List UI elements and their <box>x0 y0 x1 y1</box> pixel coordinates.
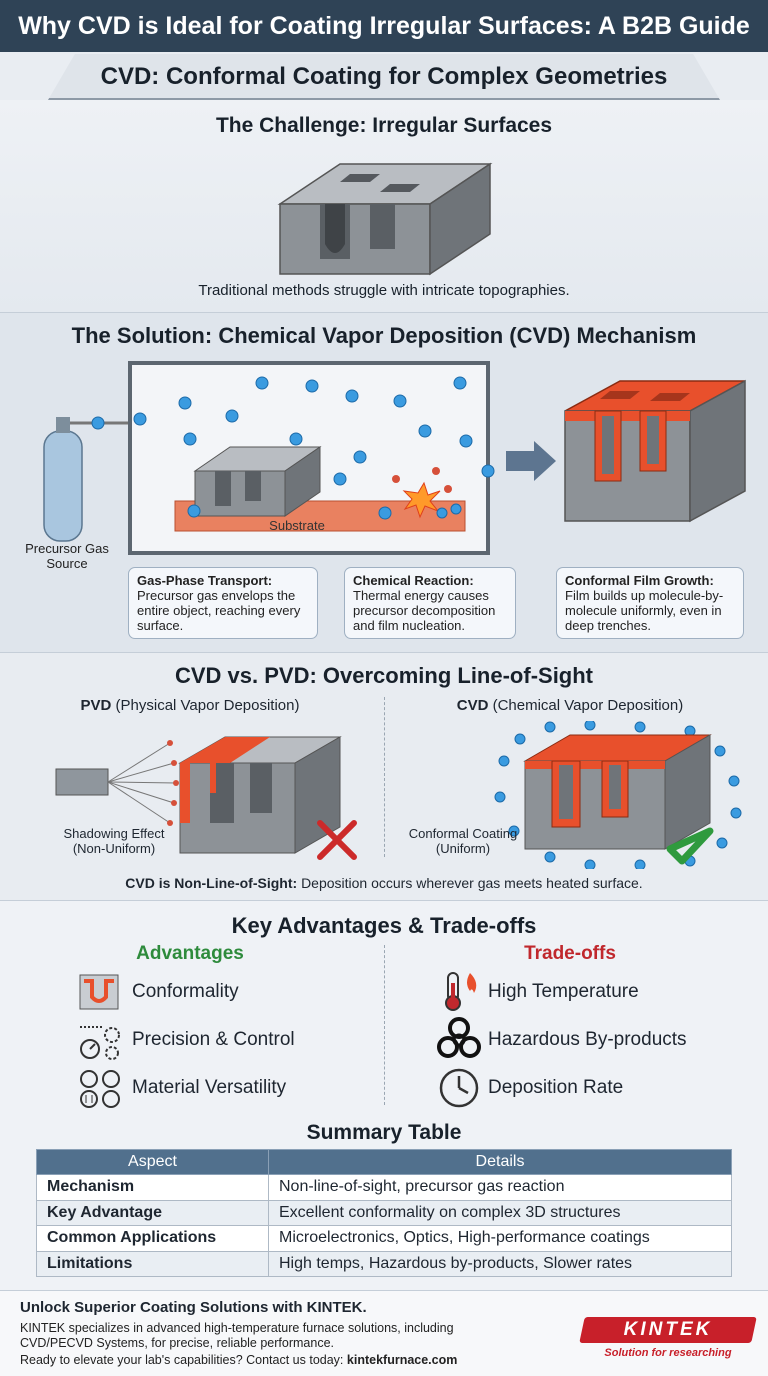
table-cell: Common Applications <box>36 1225 269 1252</box>
advantage-item: Conformality <box>132 981 239 1002</box>
non-line-of-sight-note: CVD is Non-Line-of-Sight: Deposition occ… <box>0 875 768 891</box>
clock-icon <box>439 1068 479 1108</box>
pvd-heading: PVD (Physical Vapor Deposition) <box>40 697 340 714</box>
material-versatility-icon <box>80 1070 120 1108</box>
table-header: Details <box>268 1149 732 1175</box>
precision-control-icon <box>80 1026 120 1060</box>
table-row: Common Applications Microelectronics, Op… <box>36 1225 732 1252</box>
callout-text: Precursor gas envelops the entire object… <box>137 588 301 633</box>
callout-heading: Gas-Phase Transport: <box>137 573 273 588</box>
solution-title: The Solution: Chemical Vapor Deposition … <box>71 323 697 348</box>
tradeoff-item: Deposition Rate <box>488 1077 624 1098</box>
pvd-illustration <box>55 736 357 860</box>
biohazard-icon <box>437 1017 481 1058</box>
callout-chemical-reaction: Chemical Reaction: Thermal energy causes… <box>344 567 516 639</box>
callout-gas-transport: Gas-Phase Transport: Precursor gas envel… <box>128 567 318 639</box>
conformality-icon <box>79 974 119 1010</box>
logo-tagline: Solution for researching <box>604 1347 732 1359</box>
callout-text: Thermal energy causes precursor decompos… <box>353 588 496 633</box>
solution-section: The Solution: Chemical Vapor Deposition … <box>0 312 768 652</box>
callout-text: Film builds up molecule-by-molecule unif… <box>565 588 724 633</box>
advantages-section: Key Advantages & Trade-offs Advantages T… <box>0 900 768 1290</box>
thermometer-flame-icon <box>445 972 477 1011</box>
cta-text: Ready to elevate your lab's capabilities… <box>20 1353 344 1367</box>
cvd-effect: Conformal Coating <box>408 826 518 841</box>
cvd-effect-sub: (Uniform) <box>435 841 491 856</box>
table-row: Key Advantage Excellent conformality on … <box>36 1199 732 1226</box>
pvd-abbr: PVD <box>80 697 112 714</box>
table-cell: Microelectronics, Optics, High-performan… <box>268 1225 732 1252</box>
challenge-title: The Challenge: Irregular Surfaces <box>215 114 553 137</box>
check-icon <box>666 827 714 865</box>
pvd-effect: Shadowing Effect <box>63 826 165 841</box>
tradeoffs-heading: Trade-offs <box>524 943 616 964</box>
gas-cylinder-icon <box>43 430 83 542</box>
arrow-right-icon <box>506 441 556 481</box>
challenge-section: The Challenge: Irregular Surfaces Tradit… <box>0 100 768 312</box>
pvd-effect-label: Shadowing Effect (Non-Uniform) <box>44 826 184 856</box>
footer-cta: Ready to elevate your lab's capabilities… <box>20 1353 457 1368</box>
tradeoff-item: High Temperature <box>488 981 639 1002</box>
footer-title: Unlock Superior Coating Solutions with K… <box>20 1299 367 1316</box>
table-row: Mechanism Non-line-of-sight, precursor g… <box>36 1174 732 1201</box>
cvd-illustration <box>494 721 742 869</box>
page-subtitle: CVD: Conformal Coating for Complex Geome… <box>48 54 720 100</box>
advantage-item: Precision & Control <box>132 1029 295 1050</box>
footer-line: CVD/PECVD Systems, for precise, reliable… <box>20 1336 334 1350</box>
pvd-full: (Physical Vapor Deposition) <box>115 697 300 714</box>
column-divider <box>384 697 385 857</box>
comparison-title: CVD vs. PVD: Overcoming Line-of-Sight <box>174 663 594 688</box>
table-header: Aspect <box>36 1149 269 1175</box>
website-link[interactable]: kintekfurnace.com <box>346 1353 458 1367</box>
table-cell: Non-line-of-sight, precursor gas reactio… <box>268 1174 732 1201</box>
column-divider <box>384 945 385 1105</box>
pvd-effect-sub: (Non-Uniform) <box>72 841 156 856</box>
table-cell: Limitations <box>36 1250 269 1277</box>
advantages-title: Key Advantages & Trade-offs <box>231 913 537 938</box>
note-text: Deposition occurs wherever gas meets hea… <box>301 875 643 891</box>
cvd-effect-label: Conformal Coating (Uniform) <box>398 826 528 856</box>
page-title: Why CVD is Ideal for Coating Irregular S… <box>0 0 768 52</box>
table-cell: Excellent conformality on complex 3D str… <box>268 1199 732 1226</box>
advantage-item: Material Versatility <box>132 1077 287 1098</box>
summary-table: Aspect Details Mechanism Non-line-of-sig… <box>36 1149 732 1277</box>
table-cell: Mechanism <box>36 1174 269 1201</box>
tradeoff-item: Hazardous By-products <box>488 1029 687 1050</box>
summary-title: Summary Table <box>306 1121 462 1144</box>
callout-film-growth: Conformal Film Growth: Film builds up mo… <box>556 567 744 639</box>
callout-heading: Conformal Film Growth: <box>565 573 714 588</box>
note-bold: CVD is Non-Line-of-Sight: <box>125 875 298 891</box>
footer-line: KINTEK specializes in advanced high-temp… <box>20 1321 454 1335</box>
comparison-section: CVD vs. PVD: Overcoming Line-of-Sight PV… <box>0 652 768 900</box>
cross-icon <box>317 820 357 860</box>
cvd-heading: CVD (Chemical Vapor Deposition) <box>420 697 720 714</box>
cvd-abbr: CVD <box>456 697 489 714</box>
irregular-block-illustration <box>277 162 493 276</box>
table-cell: High temps, Hazardous by-products, Slowe… <box>268 1250 732 1277</box>
table-cell: Key Advantage <box>36 1199 269 1226</box>
callout-heading: Chemical Reaction: <box>353 573 474 588</box>
challenge-caption: Traditional methods struggle with intric… <box>198 282 570 299</box>
logo-text: KINTEK <box>623 1319 713 1340</box>
table-row: Limitations High temps, Hazardous by-pro… <box>36 1250 732 1277</box>
cvd-full: (Chemical Vapor Deposition) <box>492 697 684 714</box>
advantages-heading: Advantages <box>136 943 244 964</box>
footer: Unlock Superior Coating Solutions with K… <box>0 1290 768 1376</box>
cvd-chamber-diagram <box>43 361 746 555</box>
table-header-row: Aspect Details <box>36 1149 732 1175</box>
gas-source-label: Precursor Gas Source <box>25 541 109 571</box>
substrate-label: Substrate <box>269 518 325 533</box>
